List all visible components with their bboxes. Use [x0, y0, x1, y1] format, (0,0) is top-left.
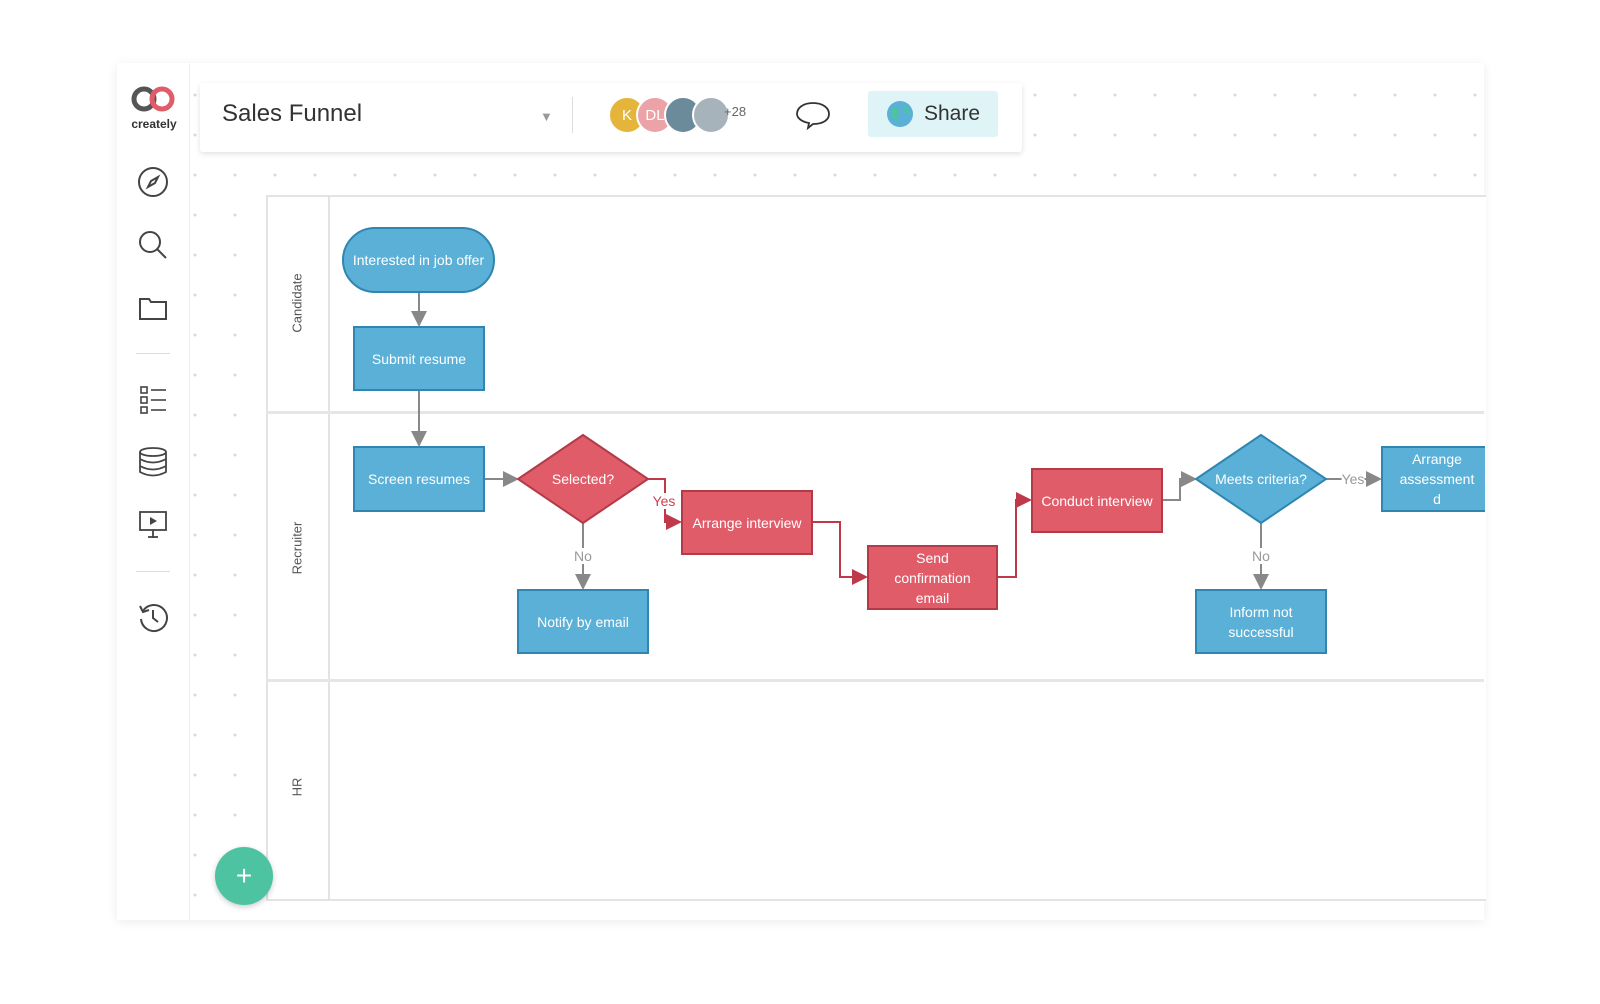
folder-icon[interactable] [136, 291, 170, 325]
node-interested[interactable]: Interested in job offer [342, 227, 495, 293]
comment-icon[interactable] [794, 99, 832, 136]
more-collaborators-count[interactable]: +28 [724, 104, 747, 119]
history-icon[interactable] [136, 600, 170, 634]
edge-label-yes: Yes [652, 493, 676, 509]
sidebar [117, 63, 190, 920]
top-toolbar: Sales Funnel ▼ K DL +28 Share [200, 83, 1022, 152]
sidebar-divider [136, 571, 170, 572]
edge-label-yes: Yes [1341, 471, 1365, 487]
node-submit-resume[interactable]: Submit resume [353, 326, 485, 391]
share-button[interactable]: Share [868, 91, 998, 137]
edge-conduct-meets[interactable] [1163, 471, 1197, 501]
sidebar-divider [136, 353, 170, 354]
avatar[interactable] [692, 96, 730, 134]
edge-label-no: No [1252, 548, 1270, 564]
node-send-confirmation[interactable]: Send confirmation email [867, 545, 998, 610]
creately-logo-icon [131, 86, 175, 112]
logo[interactable]: creately [124, 86, 184, 131]
node-conduct-interview[interactable]: Conduct interview [1031, 468, 1163, 533]
chevron-down-icon[interactable]: ▼ [540, 109, 553, 124]
edge-label-no: No [574, 548, 592, 564]
checklist-icon[interactable] [136, 383, 170, 417]
decision-selected-shape[interactable] [516, 433, 650, 525]
compass-icon[interactable] [136, 165, 170, 199]
edge-send-conduct[interactable] [998, 492, 1032, 578]
node-arrange-interview[interactable]: Arrange interview [681, 490, 813, 555]
document-title[interactable]: Sales Funnel [222, 100, 363, 127]
database-icon[interactable] [136, 445, 170, 479]
node-selected: Selected? [551, 471, 615, 487]
globe-icon [886, 101, 913, 127]
presentation-icon[interactable] [136, 507, 170, 541]
lane-label-column [266, 195, 330, 899]
logo-text: creately [131, 117, 177, 131]
share-label: Share [923, 102, 981, 125]
lane-divider [266, 679, 1484, 682]
edge-arrange-send[interactable] [813, 521, 868, 585]
search-icon[interactable] [136, 228, 170, 262]
decision-meets-shape[interactable] [1194, 433, 1328, 525]
toolbar-divider [572, 97, 573, 133]
node-screen-resumes[interactable]: Screen resumes [353, 446, 485, 512]
node-meets-criteria: Meets criteria? [1215, 471, 1307, 487]
node-inform-not-successful[interactable]: Inform not successful [1195, 589, 1327, 654]
node-arrange-assessment[interactable]: Arrange assessment d [1381, 446, 1485, 512]
node-notify-email[interactable]: Notify by email [517, 589, 649, 654]
add-button[interactable]: + [215, 847, 273, 905]
lane-divider [266, 411, 1484, 414]
